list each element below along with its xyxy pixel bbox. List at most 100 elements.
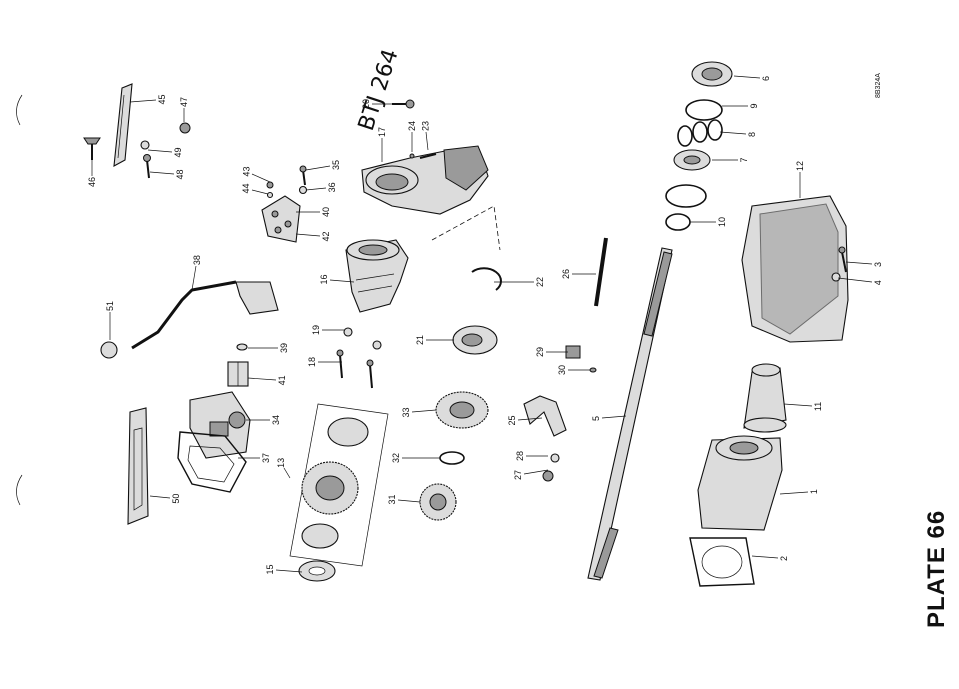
callout-leader-4 [837, 277, 873, 283]
callout-number-50: 50 [171, 494, 181, 504]
callout-leader-43 [251, 173, 271, 183]
callout-number-27: 27 [513, 470, 523, 480]
part-47-nut [179, 122, 191, 134]
plate-title: PLATE 66 [923, 510, 950, 628]
part-18-bolt [366, 359, 374, 389]
callout-number-28: 28 [515, 451, 525, 461]
part-48-bolt [143, 154, 151, 179]
callout-leader-33 [411, 409, 437, 413]
part-29-block [565, 345, 581, 359]
callout-leader-1 [779, 491, 809, 495]
part-23-pin [419, 153, 437, 159]
callout-number-37: 37 [261, 453, 271, 463]
callout-number-24: 24 [407, 121, 417, 131]
part-8-spacer-rings [677, 119, 723, 147]
callout-leader-45 [129, 99, 157, 103]
callout-number-49: 49 [173, 147, 183, 157]
callout-number-10: 10 [717, 217, 727, 227]
callout-leader-49 [147, 149, 173, 153]
callout-leader-50 [149, 495, 171, 499]
part-16-sleeve [345, 239, 409, 313]
part-7-bearing [673, 149, 711, 171]
part-27-nut [542, 470, 554, 482]
part-12-casing [741, 195, 849, 343]
part-21-bearing [452, 325, 498, 355]
callout-number-2: 2 [779, 556, 789, 561]
part-10-ring [665, 213, 691, 231]
callout-leader-42 [295, 233, 321, 237]
part-38-rod [131, 280, 279, 350]
callout-number-44: 44 [241, 184, 251, 194]
binder-mark-top [16, 94, 23, 126]
callout-number-12: 12 [795, 161, 805, 171]
part-32-ring [439, 451, 465, 465]
callout-leader-5 [601, 415, 627, 419]
part-1-housing [697, 435, 783, 531]
part-35-bolt [299, 165, 307, 186]
part-42-bracket [261, 195, 301, 243]
callout-leader-15 [275, 569, 303, 573]
callout-number-33: 33 [401, 407, 411, 417]
callout-leader-23 [425, 131, 429, 151]
part-30-spring [589, 367, 597, 373]
callout-leader-44 [251, 189, 269, 195]
callout-leader-16 [329, 279, 355, 283]
callout-number-9: 9 [749, 103, 759, 108]
callout-number-38: 38 [192, 255, 202, 265]
callout-leader-36 [305, 187, 327, 191]
part-2-gasket [689, 537, 755, 587]
callout-number-31: 31 [387, 494, 397, 504]
callout-number-30: 30 [557, 365, 567, 375]
callout-number-1: 1 [809, 489, 819, 494]
callout-number-16: 16 [319, 274, 329, 284]
part-37-gasket [177, 431, 247, 493]
callout-number-5: 5 [591, 416, 601, 421]
part-24-ball [409, 153, 415, 159]
part-28-washer [550, 453, 560, 463]
handwritten-reference: BTJ 264 [354, 46, 404, 134]
part-6-bearing [691, 61, 733, 87]
callout-number-21: 21 [415, 335, 425, 345]
callout-leader-3 [845, 261, 873, 265]
callout-leader-41 [247, 377, 277, 381]
callout-number-48: 48 [175, 169, 185, 179]
callout-leader-25 [517, 417, 543, 421]
part-22-circlip [471, 267, 502, 291]
callout-leader-11 [783, 403, 813, 407]
part-5-shaft [587, 247, 673, 581]
callout-number-47: 47 [179, 97, 189, 107]
callout-number-34: 34 [271, 415, 281, 425]
part-9-circlip [685, 99, 723, 121]
part-18-bolt [336, 349, 344, 379]
callout-number-45: 45 [157, 95, 167, 105]
part-51-knob [100, 341, 118, 359]
part-33-gear [435, 391, 489, 429]
part-43-nut [266, 181, 274, 189]
part-15-thrust-washer [298, 560, 336, 582]
callout-number-42: 42 [321, 231, 331, 241]
callout-leader-8 [719, 131, 747, 135]
dashed-leader [431, 205, 501, 251]
part-13-gear-cluster [289, 403, 389, 567]
callout-number-35: 35 [331, 160, 341, 170]
part-34-cover [189, 391, 251, 459]
callout-leader-6 [733, 75, 761, 79]
part-41-block [227, 361, 249, 387]
callout-number-41: 41 [277, 375, 287, 385]
callout-number-25: 25 [507, 415, 517, 425]
part-25-lever [523, 395, 567, 437]
callout-number-19: 19 [311, 325, 321, 335]
part-17-housing [361, 145, 489, 215]
callout-number-18: 18 [307, 357, 317, 367]
callout-number-7: 7 [739, 157, 749, 162]
callout-number-3: 3 [873, 262, 883, 267]
callout-number-32: 32 [391, 453, 401, 463]
part-46-bolt [83, 137, 101, 160]
callout-leader-31 [397, 499, 421, 503]
callout-number-40: 40 [321, 207, 331, 217]
part-31-gear [419, 483, 457, 521]
drawing-reference: 8B324A [875, 73, 882, 98]
callout-number-22: 22 [535, 277, 545, 287]
callout-leader-27 [523, 469, 549, 475]
